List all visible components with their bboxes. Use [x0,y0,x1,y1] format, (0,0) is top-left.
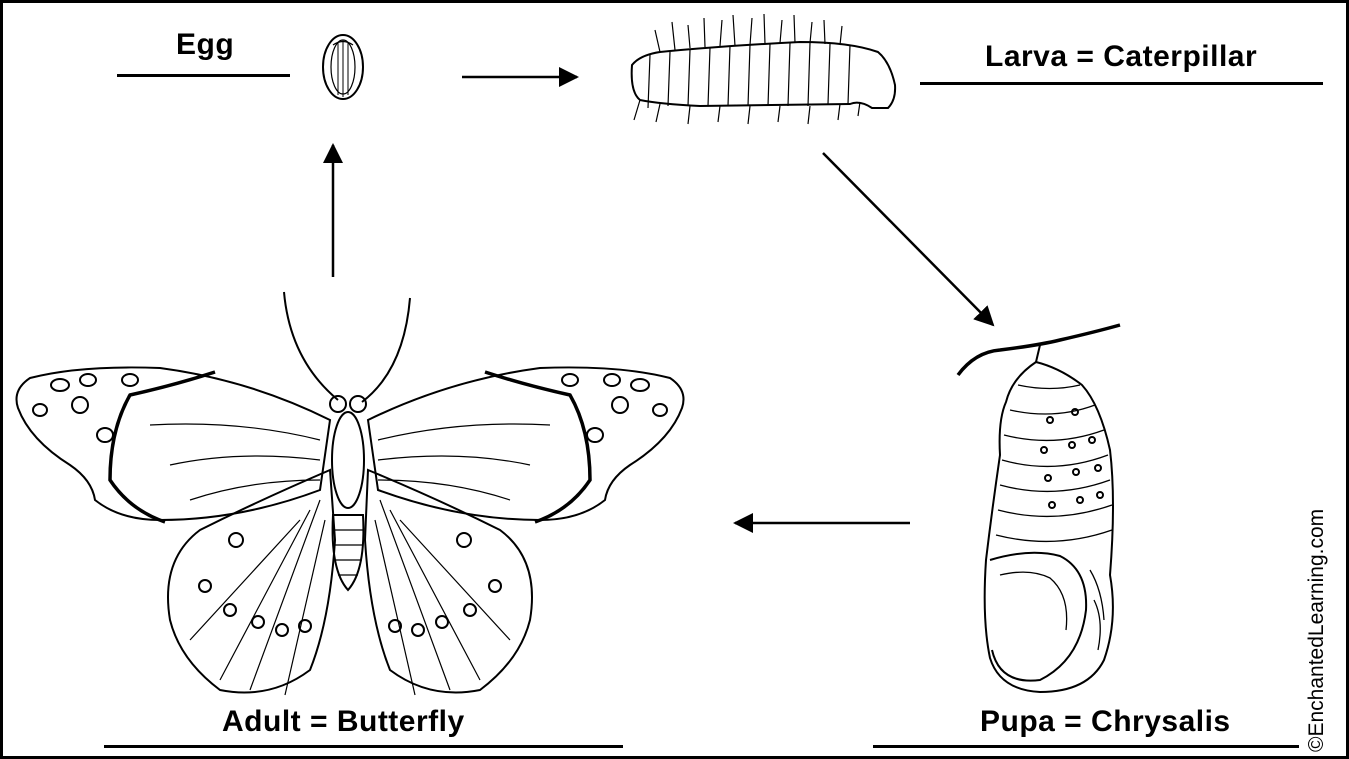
pupa-label: Pupa = Chrysalis [980,705,1231,739]
arrow-larva-to-pupa [823,153,993,325]
adult-label-underline [104,745,623,748]
caterpillar-illustration [632,14,895,124]
larva-label: Larva = Caterpillar [985,40,1257,74]
larva-label-underline [920,82,1323,85]
egg-label: Egg [176,28,234,62]
chrysalis-illustration [958,325,1120,692]
adult-label: Adult = Butterfly [222,705,465,739]
egg-label-underline [117,74,290,77]
copyright-text: ©EnchantedLearning.com [1305,509,1329,752]
egg-illustration [323,35,363,99]
pupa-label-underline [873,745,1299,748]
butterfly-illustration [17,292,684,695]
